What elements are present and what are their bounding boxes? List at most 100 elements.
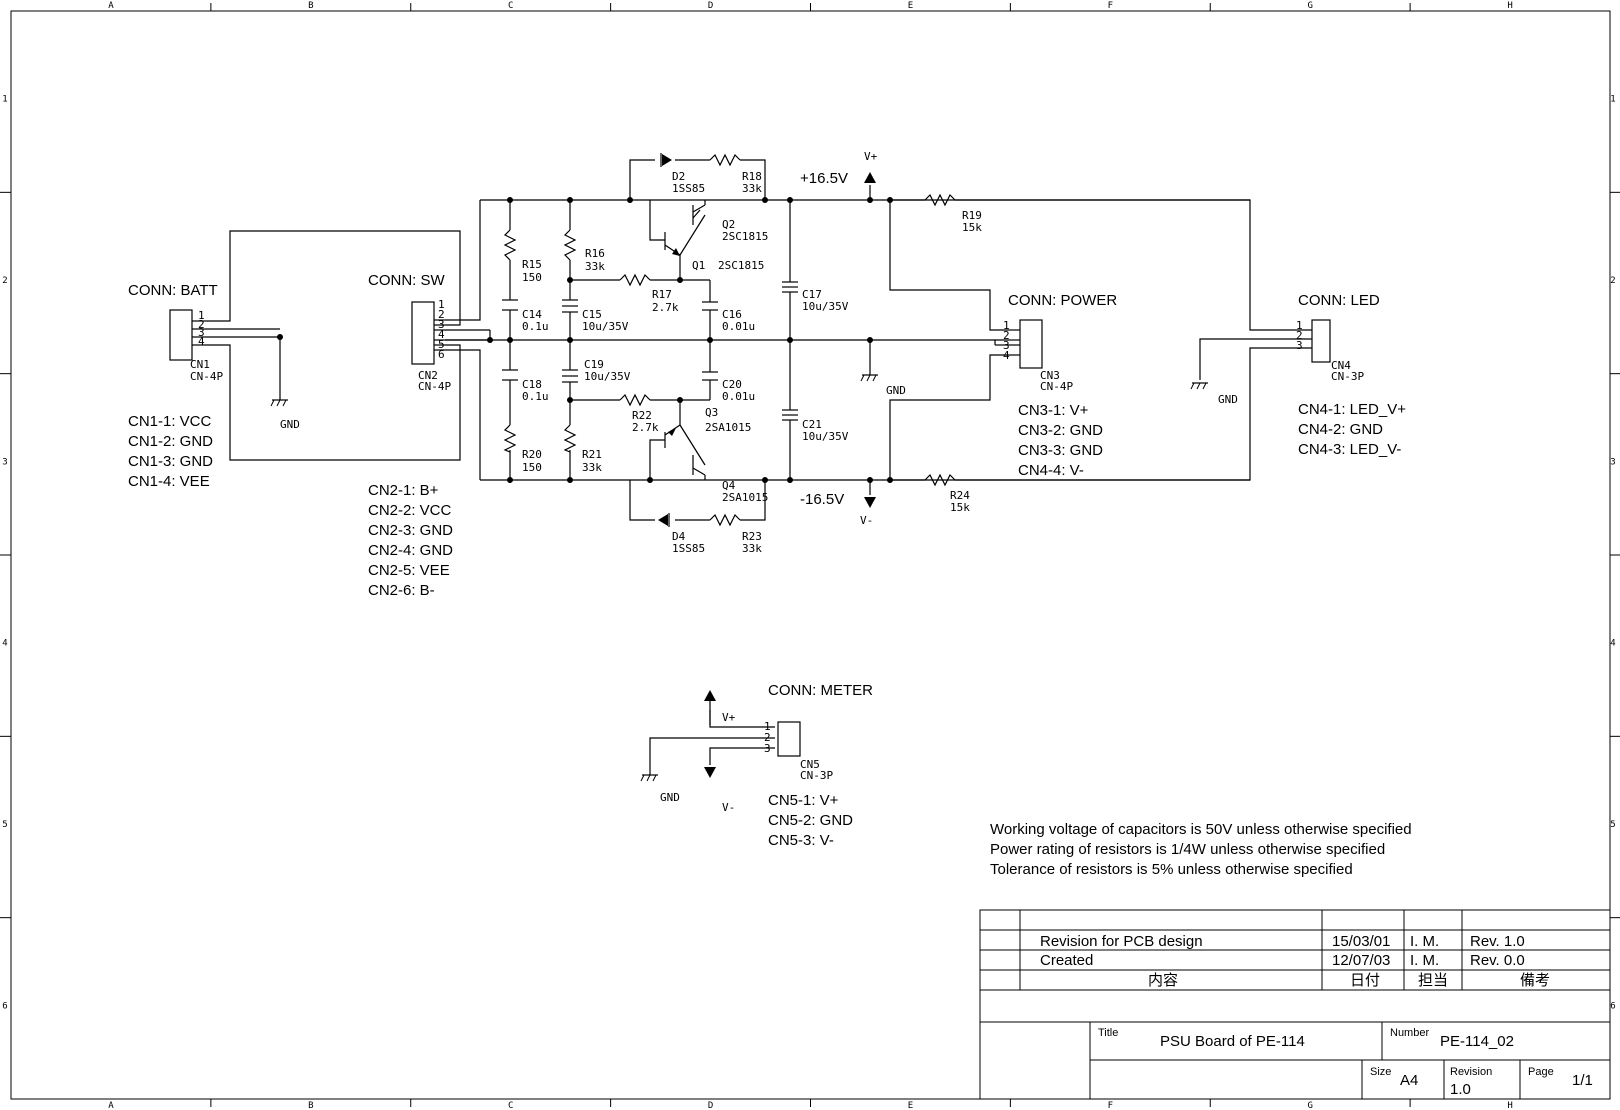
c20-ref: C20 bbox=[722, 378, 742, 391]
cn4-type: CN-3P bbox=[1331, 370, 1364, 383]
vminus-label: V- bbox=[860, 514, 873, 527]
history-header-date: 日付 bbox=[1350, 972, 1380, 989]
column-marker: C bbox=[508, 1101, 513, 1110]
row-marker: 4 bbox=[2, 639, 7, 649]
meter-vminus-label: V- bbox=[722, 801, 735, 814]
cn2-type: CN-4P bbox=[418, 380, 451, 393]
sheet-size: A4 bbox=[1400, 1072, 1418, 1089]
meter-vminus-arrow-icon bbox=[704, 767, 716, 778]
column-marker: D bbox=[708, 1, 713, 11]
cn2-ref: CN2 bbox=[418, 369, 438, 382]
r15-value: 150 bbox=[522, 271, 542, 284]
r20-ref: R20 bbox=[522, 448, 542, 461]
title-block: Revision for PCB design 15/03/01 I. M. R… bbox=[979, 909, 1611, 1100]
cn2-pinout: CN2-4: GND bbox=[368, 542, 453, 559]
row-marker: 6 bbox=[1610, 1001, 1615, 1011]
gnd-icon bbox=[860, 374, 878, 382]
cn5-title: CONN: METER bbox=[768, 682, 873, 699]
cn5-pinout: CN5-1: V+ bbox=[768, 792, 839, 809]
r17-ref: R17 bbox=[652, 288, 672, 301]
history-header-person: 担当 bbox=[1418, 972, 1448, 989]
history-person: I. M. bbox=[1410, 952, 1439, 969]
cn5-pin: 1 bbox=[764, 720, 771, 733]
revision-label: Revision bbox=[1450, 1066, 1492, 1078]
column-marker: C bbox=[508, 1, 513, 11]
cn5-type: CN-3P bbox=[800, 769, 833, 782]
column-marker: D bbox=[708, 1101, 713, 1110]
meter-vplus-arrow-icon bbox=[704, 690, 716, 701]
cn3-pinout: CN3-1: V+ bbox=[1018, 402, 1089, 419]
q4-ref: Q4 bbox=[722, 479, 736, 492]
row-marker: 5 bbox=[1610, 820, 1615, 830]
column-marker: B bbox=[308, 1, 313, 11]
row-marker: 2 bbox=[1610, 276, 1615, 286]
note-line: Working voltage of capacitors is 50V unl… bbox=[990, 821, 1412, 838]
cn3-pinout: CN3-2: GND bbox=[1018, 422, 1103, 439]
cn5-body bbox=[777, 721, 801, 757]
r20-value: 150 bbox=[522, 461, 542, 474]
r23-value: 33k bbox=[742, 542, 762, 555]
c17-value: 10u/35V bbox=[802, 300, 849, 313]
cn5-pinout: CN5-3: V- bbox=[768, 832, 834, 849]
cn3-body bbox=[1019, 319, 1043, 369]
history-header-content: 内容 bbox=[1148, 972, 1178, 989]
row-marker: 2 bbox=[2, 276, 7, 286]
c14-ref: C14 bbox=[522, 308, 542, 321]
gnd-label: GND bbox=[886, 384, 906, 397]
gnd-label: GND bbox=[660, 791, 680, 804]
r19-ref: R19 bbox=[962, 209, 982, 222]
drawing-number: PE-114_02 bbox=[1440, 1033, 1514, 1050]
row-marker: 3 bbox=[1610, 457, 1615, 467]
r21-value: 33k bbox=[582, 461, 602, 474]
resistor-symbols bbox=[503, 153, 956, 527]
q1-value: 2SC1815 bbox=[718, 259, 764, 272]
cn1-title: CONN: BATT bbox=[128, 282, 218, 299]
column-marker: A bbox=[108, 1, 114, 11]
column-marker: E bbox=[908, 1, 913, 11]
r21-ref: R21 bbox=[582, 448, 602, 461]
cn5-pin: 2 bbox=[764, 731, 771, 744]
connector-labels: CONN: BATT 1 2 3 4 CN1 CN-4P CN1-1: VCC … bbox=[128, 272, 1406, 849]
cn3-pin: 3 bbox=[1003, 339, 1010, 352]
q3-value: 2SA1015 bbox=[705, 421, 751, 434]
vminus-voltage: -16.5V bbox=[800, 491, 844, 508]
cn1-type: CN-4P bbox=[190, 370, 223, 383]
cn1-pinout: CN1-1: VCC bbox=[128, 413, 212, 430]
c19-ref: C19 bbox=[584, 358, 604, 371]
cn2-title: CONN: SW bbox=[368, 272, 446, 289]
cn1-pinout: CN1-2: GND bbox=[128, 433, 213, 450]
cn2-pinout: CN2-1: B+ bbox=[368, 482, 439, 499]
column-marker: G bbox=[1307, 1101, 1312, 1110]
cn3-pinout: CN3-3: GND bbox=[1018, 442, 1103, 459]
size-label: Size bbox=[1370, 1066, 1391, 1078]
meter-vplus-label: V+ bbox=[722, 711, 736, 724]
c21-ref: C21 bbox=[802, 418, 822, 431]
r23-ref: R23 bbox=[742, 530, 762, 543]
cn2-pin: 6 bbox=[438, 348, 445, 361]
cn3-pin: 2 bbox=[1003, 329, 1010, 342]
column-marker: G bbox=[1307, 1, 1312, 11]
r18-value: 33k bbox=[742, 182, 762, 195]
row-marker: 4 bbox=[1610, 639, 1615, 649]
history-date: 15/03/01 bbox=[1332, 933, 1390, 950]
cn4-pin: 2 bbox=[1296, 329, 1303, 342]
row-marker: 1 bbox=[1610, 95, 1615, 105]
gnd-label: GND bbox=[280, 418, 300, 431]
cn1-ref: CN1 bbox=[190, 358, 210, 371]
vplus-arrow-icon bbox=[864, 172, 876, 183]
cn1-body bbox=[169, 309, 193, 361]
cn1-pinout: CN1-3: GND bbox=[128, 453, 213, 470]
row-marker: 5 bbox=[2, 820, 7, 830]
c15-value: 10u/35V bbox=[582, 320, 629, 333]
drawing-title: PSU Board of PE-114 bbox=[1160, 1033, 1305, 1050]
cn2-pin: 5 bbox=[438, 338, 445, 351]
cn3-type: CN-4P bbox=[1040, 380, 1073, 393]
d4-ref: D4 bbox=[672, 530, 686, 543]
cn5-ref: CN5 bbox=[800, 758, 820, 771]
page-value: 1/1 bbox=[1572, 1072, 1593, 1089]
q2-value: 2SC1815 bbox=[722, 230, 768, 243]
column-marker: H bbox=[1507, 1, 1512, 11]
